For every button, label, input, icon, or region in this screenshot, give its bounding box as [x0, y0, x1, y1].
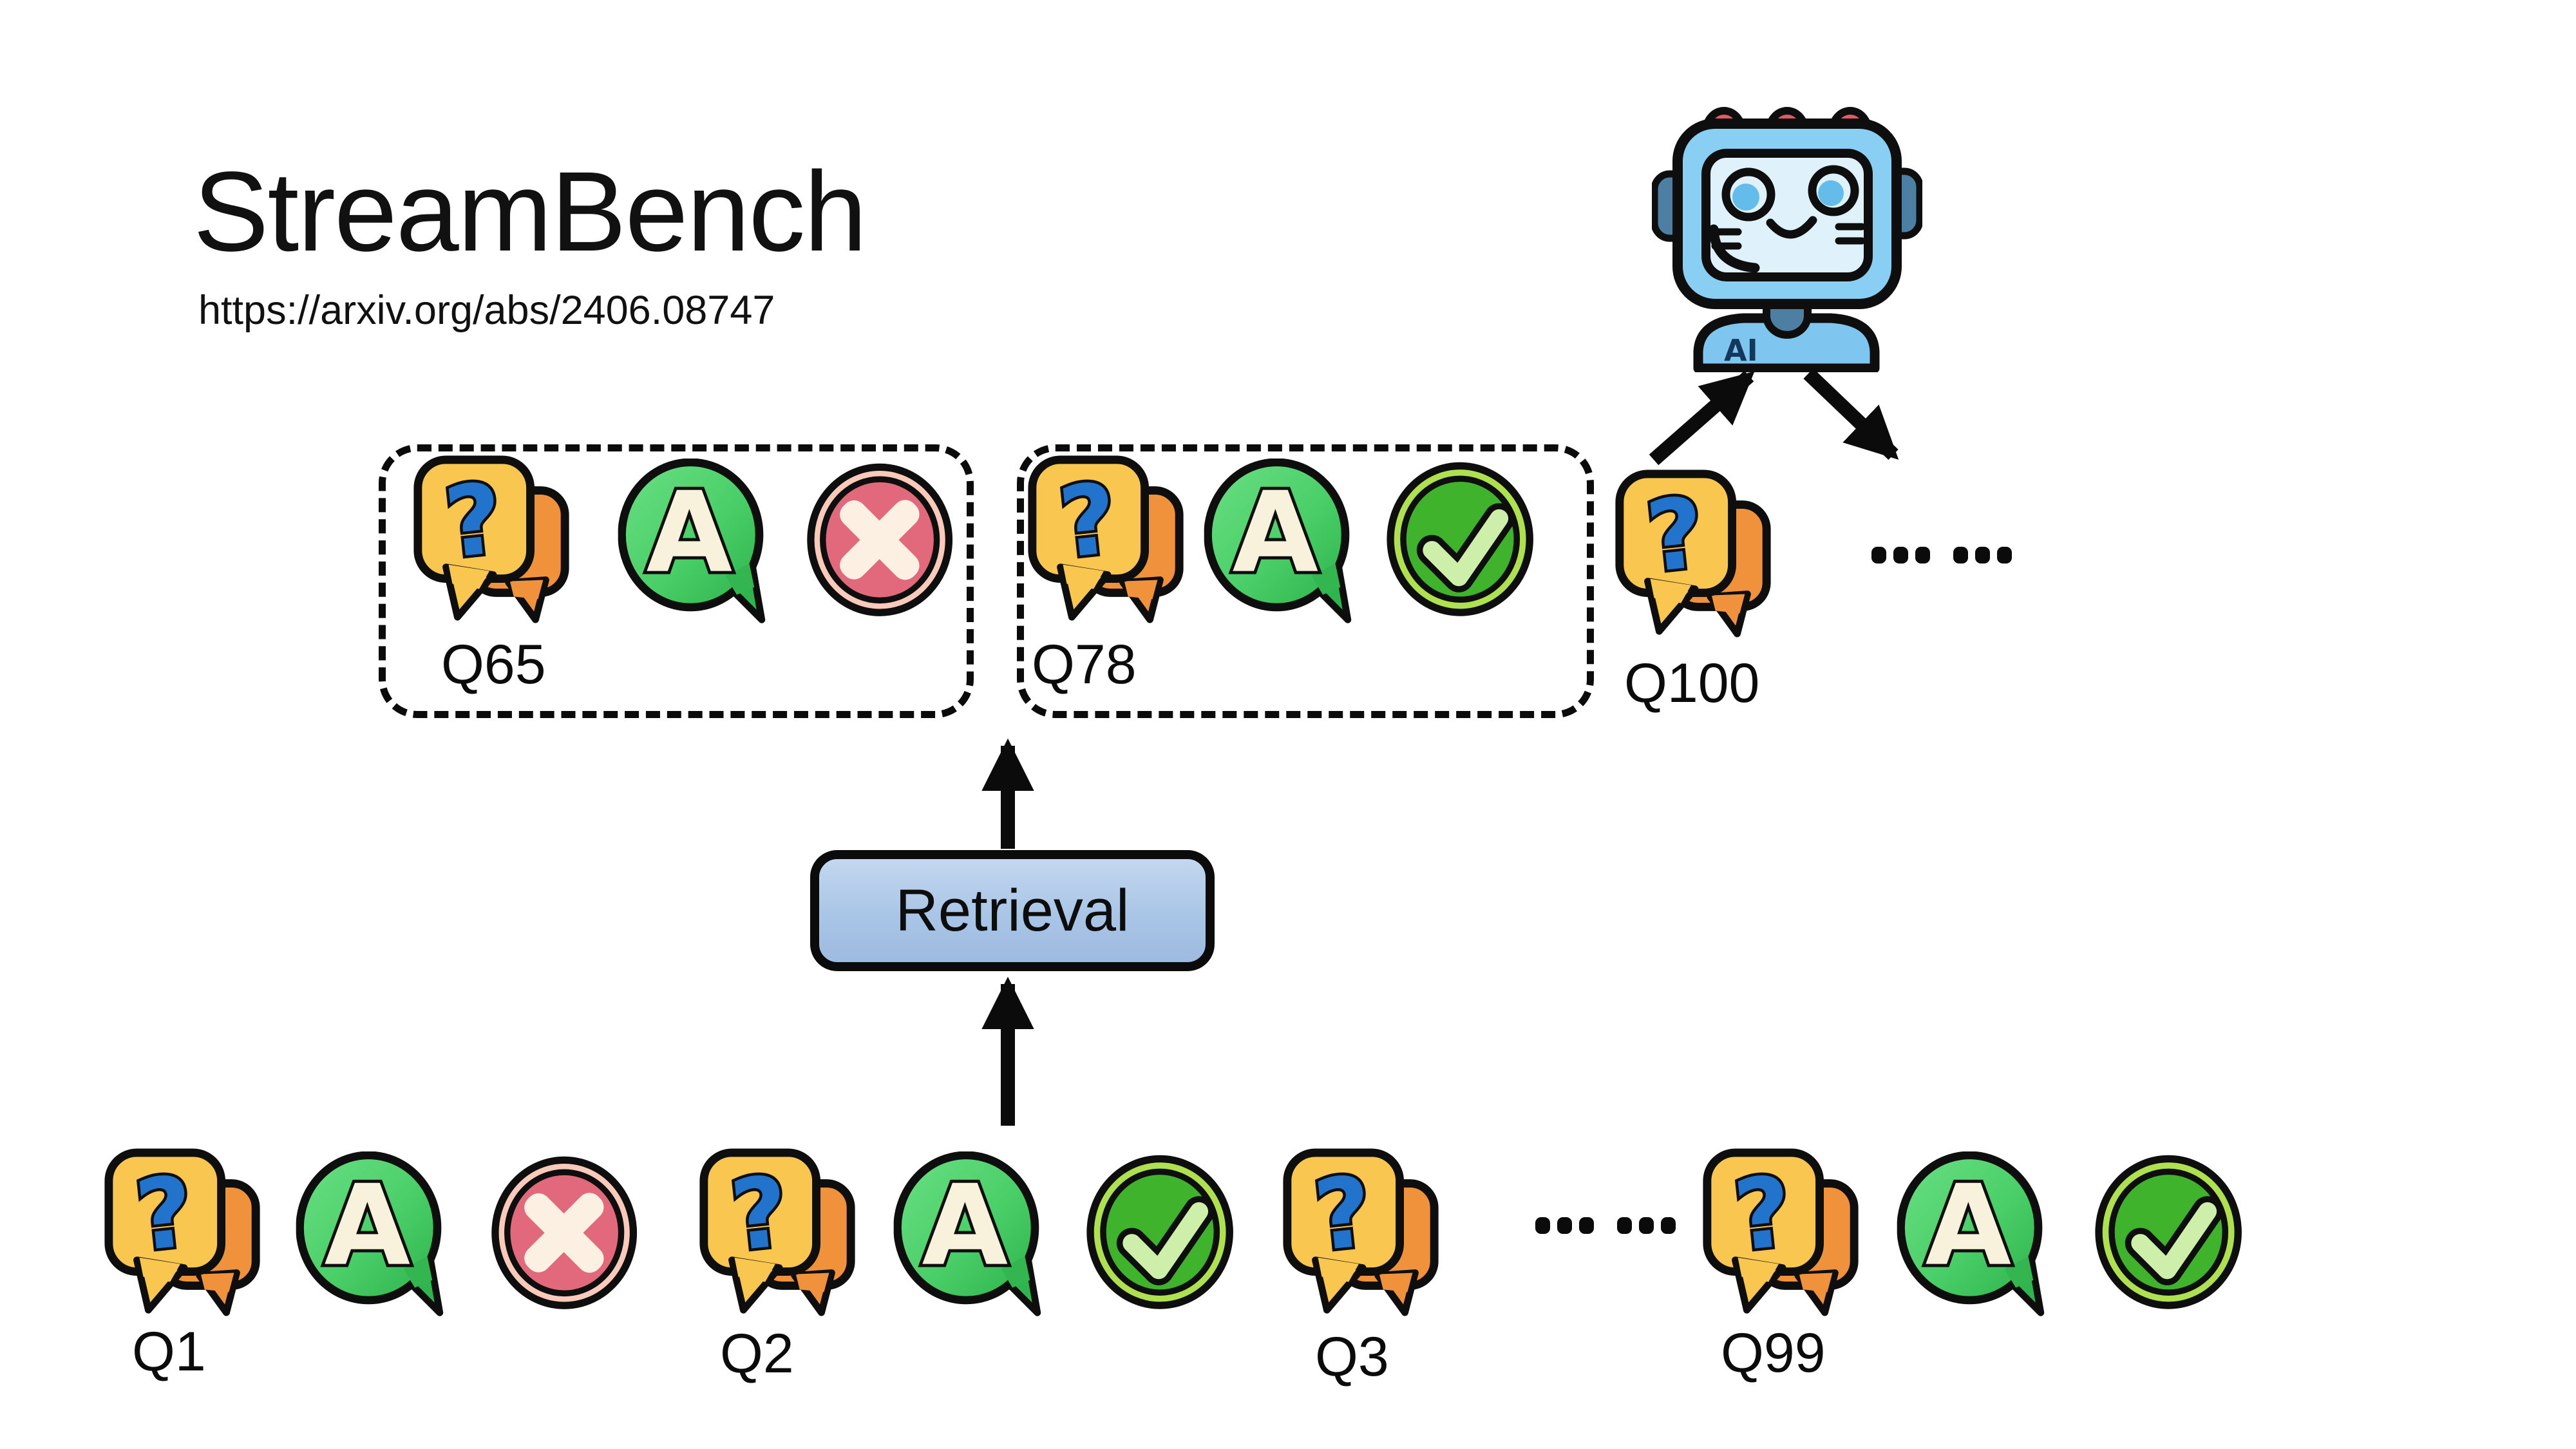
robot-pupil-right	[1818, 180, 1844, 206]
ellipsis-dot	[1557, 1217, 1572, 1234]
q99-answer-bubble-icon	[1896, 1151, 2054, 1320]
arrow-question-to-ai	[1649, 370, 1755, 466]
ellipsis-dot	[1871, 547, 1886, 564]
memory-box-label: Q78	[1032, 634, 1137, 696]
ellipsis-dots-top	[1871, 547, 2012, 564]
q99-correct-mark-icon	[2093, 1153, 2248, 1318]
retrieval-label: Retrieval	[895, 877, 1130, 943]
robot-smile	[1766, 216, 1817, 239]
question-bubbles-icon-q100	[1613, 469, 1776, 641]
answer-bubble-icon	[617, 459, 775, 627]
memory-box-q78: Q78	[1017, 444, 1594, 718]
robot-chest-label: AI	[1724, 333, 1758, 368]
ellipsis-dot	[1639, 1217, 1654, 1234]
ellipsis-dot	[1535, 1217, 1550, 1234]
q99-question-bubbles-icon	[1701, 1148, 1862, 1320]
q2-answer-bubble-icon	[893, 1151, 1051, 1320]
retrieval-box: Retrieval	[810, 850, 1215, 971]
ellipsis-dot	[1975, 547, 1990, 564]
ellipsis-dot	[1915, 547, 1930, 564]
q1-answer-bubble-icon	[295, 1151, 453, 1320]
q2-correct-mark-icon	[1084, 1153, 1239, 1318]
ellipsis-dot	[1997, 547, 2012, 564]
ellipsis-dot	[1953, 547, 1968, 564]
ellipsis-dot	[1579, 1217, 1594, 1234]
memory-box-label: Q65	[441, 634, 546, 696]
current-question-label: Q100	[1624, 652, 1760, 714]
ellipsis-dot	[1893, 547, 1908, 564]
wrong-mark-icon	[805, 461, 958, 625]
q1-wrong-mark-icon	[489, 1154, 643, 1318]
robot-pupil-left	[1732, 184, 1759, 211]
arrow-ai-output	[1803, 368, 1899, 460]
ellipsis-dots-bottom	[1535, 1217, 1676, 1234]
stream-item-label: Q1	[132, 1321, 206, 1383]
robot-body	[1693, 313, 1880, 372]
ellipsis-dot	[1617, 1217, 1632, 1234]
q3-question-bubbles-icon	[1282, 1148, 1443, 1320]
page-title: StreamBench	[193, 149, 867, 275]
q2-question-bubbles-icon	[698, 1148, 859, 1320]
answer-bubble-icon	[1203, 459, 1361, 627]
question-bubbles-icon	[412, 455, 573, 627]
q1-question-bubbles-icon	[103, 1148, 264, 1320]
memory-box-q65: Q65	[379, 444, 974, 718]
stream-item-label: Q2	[720, 1323, 794, 1385]
question-bubbles-icon	[1027, 455, 1188, 627]
correct-mark-icon	[1385, 460, 1539, 625]
stream-item-label: Q3	[1315, 1326, 1389, 1388]
ai-robot-icon: AI	[1652, 107, 1922, 372]
robot-screen-accent	[1709, 224, 1760, 273]
paper-url: https://arxiv.org/abs/2406.08747	[198, 288, 775, 333]
ellipsis-dot	[1661, 1217, 1676, 1234]
stream-item-label: Q99	[1721, 1322, 1826, 1384]
